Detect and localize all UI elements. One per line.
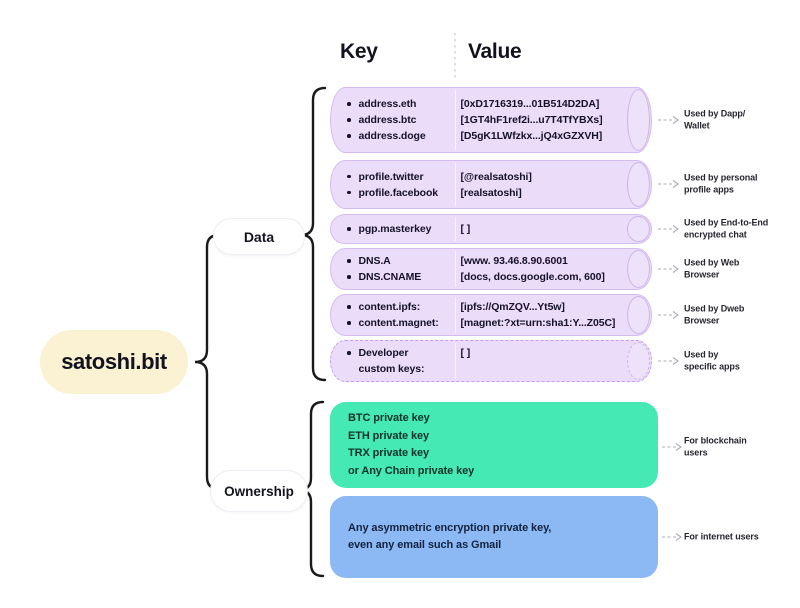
card-line: TRX private key bbox=[348, 447, 430, 459]
record-box-developer-custom-keys[interactable]: Developer custom keys: [ ] bbox=[330, 340, 652, 382]
bullet-icon bbox=[347, 275, 351, 279]
card-line: or Any Chain private key bbox=[348, 464, 475, 477]
card-line: even any email such as Gmail bbox=[348, 539, 502, 551]
record-key: address.btc bbox=[358, 114, 417, 126]
cylinder-cap bbox=[627, 296, 650, 334]
ownership-branch-label: Ownership bbox=[224, 483, 294, 499]
root-domain-node[interactable]: satoshi.bit bbox=[40, 330, 188, 394]
cylinder-cap bbox=[627, 89, 650, 151]
record-box-addresses[interactable]: address.eth [0xD1716319...01B514D2DA] add… bbox=[330, 87, 652, 153]
record-value: [realsatoshi] bbox=[460, 186, 522, 199]
record-row: content.magnet: [magnet:?xt=urn:sha1:Y...… bbox=[347, 315, 651, 331]
record-value: [@realsatoshi] bbox=[460, 170, 532, 183]
annotation-arrow bbox=[658, 265, 679, 273]
cylinder-cap bbox=[627, 162, 650, 207]
record-value: [0xD1716319...01B514D2DA] bbox=[460, 98, 600, 110]
bullet-icon bbox=[347, 118, 351, 122]
record-value: [ipfs://QmZQV...Yt5w] bbox=[460, 301, 565, 313]
brace-root bbox=[194, 233, 221, 491]
annotation-arrow bbox=[662, 533, 682, 541]
record-value: [D5gK1LWfzkx...jQ4xGZXVH] bbox=[460, 130, 603, 142]
record-row: address.eth [0xD1716319...01B514D2DA] bbox=[347, 96, 651, 112]
record-row: content.ipfs: [ipfs://QmZQV...Yt5w] bbox=[347, 299, 651, 315]
record-key: profile.facebook bbox=[358, 186, 439, 199]
column-divider bbox=[455, 90, 456, 150]
record-value: [magnet:?xt=urn:sha1:Y...Z05C] bbox=[460, 317, 616, 329]
ownership-branch-node[interactable]: Ownership bbox=[210, 470, 308, 512]
record-row: address.btc [1GT4hF1ref2i...u7T4TfYBXs] bbox=[347, 112, 651, 128]
bullet-icon bbox=[347, 102, 351, 106]
card-line: Any asymmetric encryption private key, bbox=[348, 521, 552, 534]
record-key: content.magnet: bbox=[358, 317, 439, 329]
record-value: [ ] bbox=[460, 347, 471, 359]
column-divider bbox=[455, 217, 456, 241]
record-row: pgp.masterkey [ ] bbox=[347, 221, 651, 237]
bullet-icon bbox=[347, 259, 351, 263]
bullet-icon bbox=[347, 134, 351, 138]
annotation-arrows bbox=[658, 116, 682, 541]
record-box-dns[interactable]: DNS.A [www. 93.46.8.90.6001 DNS.CNAME [doc… bbox=[330, 248, 652, 290]
record-row: DNS.CNAME [docs, docs.google.com, 600] bbox=[347, 269, 651, 285]
record-key: Developer bbox=[358, 347, 409, 359]
root-domain-label: satoshi.bit bbox=[61, 349, 167, 374]
column-divider bbox=[455, 343, 456, 379]
column-divider bbox=[455, 297, 456, 333]
record-row: Developer custom keys: [ ] bbox=[347, 345, 651, 377]
bullet-icon bbox=[347, 174, 351, 178]
record-row: address.doge [D5gK1LWfzkx...jQ4xGZXVH] bbox=[347, 128, 651, 144]
data-branch-label: Data bbox=[243, 228, 275, 245]
column-divider bbox=[455, 251, 456, 287]
record-value: [ ] bbox=[460, 223, 471, 235]
record-key: content.ipfs: bbox=[358, 301, 421, 313]
record-row: profile.twitter [@realsatoshi] bbox=[347, 169, 651, 185]
record-row: profile.facebook [realsatoshi] bbox=[347, 185, 651, 201]
bullet-icon bbox=[347, 305, 351, 309]
cylinder-cap bbox=[627, 216, 650, 242]
record-key: pgp.masterkey bbox=[358, 223, 432, 235]
annotation-arrow bbox=[658, 311, 679, 319]
value-column-header: Value bbox=[468, 40, 522, 63]
bullet-icon bbox=[347, 351, 351, 355]
annotation-arrow bbox=[658, 225, 679, 233]
annotation-arrow bbox=[662, 443, 682, 451]
column-divider bbox=[455, 163, 456, 206]
card-line: BTC private key bbox=[348, 412, 430, 424]
record-key: DNS.A bbox=[358, 255, 391, 267]
card-line: ETH private key bbox=[348, 429, 430, 442]
record-key: DNS.CNAME bbox=[358, 271, 422, 283]
annotation-arrow bbox=[658, 357, 679, 365]
annotation-for-internet-users: For internet users bbox=[684, 531, 759, 542]
bullet-icon bbox=[347, 190, 351, 194]
key-column-header: Key bbox=[340, 40, 378, 63]
cylinder-cap bbox=[627, 342, 650, 380]
annotation-arrow bbox=[658, 180, 679, 188]
bullet-icon bbox=[347, 227, 351, 231]
annotation-arrow bbox=[658, 116, 679, 124]
cylinder-cap bbox=[627, 250, 650, 288]
record-key: address.eth bbox=[358, 98, 417, 110]
record-value: [www. 93.46.8.90.6001 bbox=[460, 255, 568, 267]
ownership-card-blockchain-keys[interactable]: BTC private key ETH private key TRX priv… bbox=[330, 402, 658, 488]
ownership-card-internet-keys[interactable]: Any asymmetric encryption private key, e… bbox=[330, 496, 658, 578]
annotation-used-by-dapp-wallet: Used by Dapp/Wallet bbox=[684, 108, 746, 131]
record-box-pgp[interactable]: pgp.masterkey [ ] bbox=[330, 214, 652, 244]
record-row: DNS.A [www. 93.46.8.90.6001 bbox=[347, 253, 651, 269]
record-box-content[interactable]: content.ipfs: [ipfs://QmZQV...Yt5w] conte… bbox=[330, 294, 652, 336]
record-box-profiles[interactable]: profile.twitter [@realsatoshi] profile.fa… bbox=[330, 160, 652, 209]
data-branch-node[interactable]: Data bbox=[213, 218, 305, 255]
record-value: [docs, docs.google.com, 600] bbox=[460, 271, 605, 283]
bullet-icon bbox=[347, 321, 351, 325]
record-key: address.doge bbox=[358, 130, 426, 142]
record-key: profile.twitter bbox=[358, 170, 424, 183]
record-key-line2: custom keys: bbox=[358, 363, 425, 375]
record-value: [1GT4hF1ref2i...u7T4TfYBXs] bbox=[460, 114, 603, 126]
